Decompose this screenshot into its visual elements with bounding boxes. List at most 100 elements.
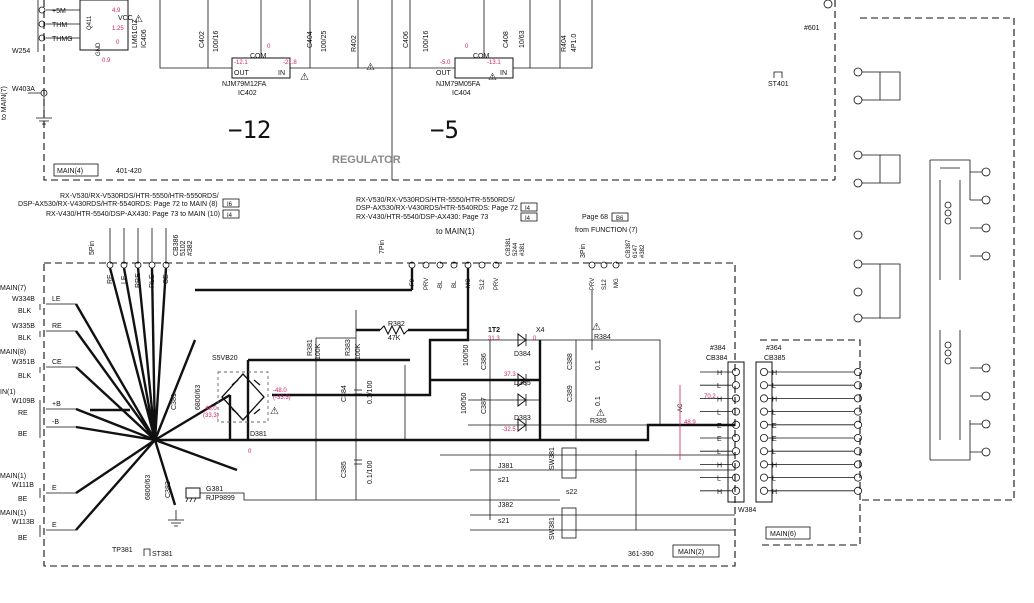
cb385-pin bbox=[760, 460, 769, 469]
cb387-pin-prv: PRV bbox=[590, 278, 596, 290]
right-ref-box: B6 bbox=[616, 216, 624, 222]
main8-label: MAIN(8) bbox=[0, 349, 26, 356]
cb381-name: CB381 bbox=[506, 237, 512, 256]
s21b-label: s21 bbox=[498, 518, 509, 525]
c389-value: 0.1 bbox=[595, 396, 602, 406]
d383-label: D383 bbox=[514, 415, 531, 422]
ic406-ref: IC406 bbox=[141, 29, 148, 48]
c385-label: C385 bbox=[341, 461, 348, 478]
cb384-pin bbox=[732, 394, 741, 403]
w109b-label: W109B bbox=[12, 398, 35, 405]
cb384-label: CB384 bbox=[706, 355, 728, 362]
mid-ref-box2: I4 bbox=[525, 216, 531, 222]
output-terminal bbox=[854, 381, 863, 390]
st381-label: ST381 bbox=[152, 551, 173, 558]
main-board: 5Pin CB386 5102 #382 RE LE RRE RLE CE 7P… bbox=[0, 228, 861, 567]
cb385-pin-label: L bbox=[772, 383, 776, 390]
ic404-in: IN bbox=[500, 70, 507, 77]
reference-notes: RX-V530/RX-V530RDS/HTR-5550/HTR-5550RDS/… bbox=[18, 193, 638, 236]
cb384-pin-label: L bbox=[717, 476, 721, 483]
voltage-minus-12: −12 bbox=[228, 116, 271, 144]
cb387-pin-mg: MG bbox=[614, 278, 620, 288]
c382-value: 6800/63 bbox=[145, 475, 152, 500]
ic404-vin: -13.1 bbox=[487, 60, 501, 66]
cb384-pin bbox=[732, 486, 741, 495]
rjp9899-label: RJP9899 bbox=[206, 495, 235, 502]
cb387-pin-s12: S12 bbox=[602, 279, 608, 290]
ic406-v1: 4.9 bbox=[112, 8, 121, 14]
cb386-pin-re: RE bbox=[107, 274, 114, 284]
ic406-vcc: VCC bbox=[118, 15, 133, 22]
c387-value: 100/50 bbox=[461, 392, 468, 414]
ic402-part: NJM79M12FA bbox=[222, 81, 267, 88]
cb381-part: 5244 bbox=[513, 242, 519, 256]
cb381-pins-row: F0 PRV -BL BL MG S12 PRV bbox=[408, 261, 500, 290]
r383-value: 100K bbox=[355, 343, 362, 360]
blk2-label: BLK bbox=[18, 335, 32, 342]
d381-label: D381 bbox=[250, 431, 267, 438]
f601-label: #601 bbox=[804, 25, 820, 32]
w403a-label: W403A bbox=[12, 86, 35, 93]
s21a-label: s21 bbox=[498, 477, 509, 484]
ic404-vcom: 0 bbox=[465, 44, 469, 50]
cb385-pin bbox=[760, 486, 769, 495]
ic402-ref: IC402 bbox=[238, 90, 257, 97]
f384a-label: #384 bbox=[710, 345, 726, 352]
c384-value: 0.1/100 bbox=[367, 381, 374, 404]
c406-value: 100/16 bbox=[423, 30, 430, 52]
ic406-v3: 0.9 bbox=[102, 58, 111, 64]
cb386-ref: #382 bbox=[187, 240, 194, 256]
ic402-in: IN bbox=[278, 70, 285, 77]
right-ref-line1: Page 68 bbox=[582, 214, 608, 221]
star-ground-fan bbox=[74, 267, 238, 531]
r381-label: R381 bbox=[307, 339, 314, 356]
cb385-pin bbox=[760, 473, 769, 482]
cb387-name: CB387 bbox=[626, 239, 632, 258]
r381-value: 100K bbox=[315, 343, 322, 360]
c386-value: 100/50 bbox=[463, 344, 470, 366]
c404-label: C404 bbox=[307, 31, 314, 48]
cb384-pin bbox=[732, 473, 741, 482]
bridge-v-right: -48.0 bbox=[273, 388, 287, 394]
ic406-pin-5m: +5M bbox=[52, 8, 66, 15]
ic406-v4: 0 bbox=[116, 40, 120, 46]
e-label: E bbox=[52, 485, 57, 492]
j382-label: J382 bbox=[498, 502, 513, 509]
left-inputs: MAIN(7) W334B LE BLK W335B RE BLK MAIN(8… bbox=[0, 285, 76, 542]
c385-value: 0.1/100 bbox=[367, 461, 374, 484]
c402-label: C402 bbox=[199, 31, 206, 48]
w254-label: W254 bbox=[12, 48, 30, 55]
caution-icon: ⚠ bbox=[134, 14, 143, 25]
cb385-label: CB385 bbox=[764, 355, 786, 362]
to-main1-label: to MAIN(1) bbox=[436, 227, 475, 236]
cb384-pin bbox=[732, 407, 741, 416]
c387-label: C387 bbox=[481, 397, 488, 414]
ic406-pin-thm: THM bbox=[52, 22, 67, 29]
main1b-label: MAIN(1) bbox=[0, 473, 26, 480]
caution-icon: ⚠ bbox=[270, 406, 279, 417]
ic402-vcom: 0 bbox=[267, 44, 271, 50]
ic406-pin-thmg: THMG bbox=[52, 36, 73, 43]
cb385-pin bbox=[760, 407, 769, 416]
c384-label: C384 bbox=[341, 385, 348, 402]
v373-label: 37.3 bbox=[504, 372, 516, 378]
left-ref-line2: DSP-AX530/RX-V430RDS/HTR-5540RDS: Page 7… bbox=[18, 201, 218, 208]
re2-label: RE bbox=[18, 410, 28, 417]
left-ref-line3: RX-V430/HTR-5540/DSP-AX430: Page 73 to M… bbox=[46, 211, 220, 218]
v0b-label: 0 bbox=[533, 336, 537, 342]
w384-label: W384 bbox=[738, 507, 756, 514]
s5vb20-label: S5VB20 bbox=[212, 355, 238, 362]
c402-value: 100/16 bbox=[213, 30, 220, 52]
regulator-section: +5M THM THMG W254 VCC GND Q411 LM61CIZ I… bbox=[1, 0, 1015, 501]
ic406-part: LM61CIZ bbox=[132, 18, 139, 48]
ic404-part: NJM79M05FA bbox=[436, 81, 481, 88]
right-ref-line2: from FUNCTION (7) bbox=[575, 227, 638, 234]
be1-label: BE bbox=[18, 431, 28, 438]
w334b-label: W334B bbox=[12, 296, 35, 303]
cb385-pin bbox=[760, 447, 769, 456]
blk1-label: BLK bbox=[18, 308, 32, 315]
cb385-pin-label: L bbox=[772, 410, 776, 417]
w335b-label: W335B bbox=[12, 323, 35, 330]
cb381-ref: #381 bbox=[520, 242, 526, 256]
